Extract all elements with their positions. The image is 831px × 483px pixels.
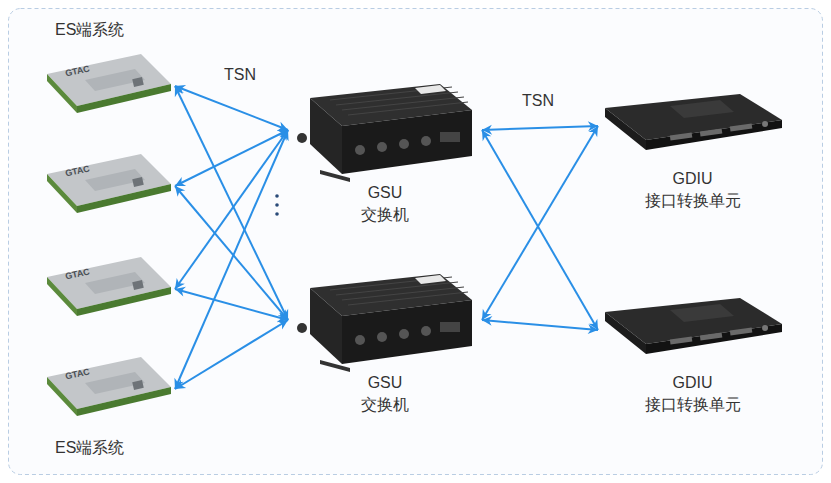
group-label: ES端系统 bbox=[55, 20, 124, 41]
ellipsis-dots bbox=[275, 194, 279, 216]
interface-unit: GDIU 接口转换单元 bbox=[600, 88, 785, 220]
tsn-link bbox=[482, 320, 598, 330]
tsn-link bbox=[482, 126, 598, 130]
device-illustration bbox=[290, 268, 480, 374]
end-system-module: GTAC bbox=[45, 152, 173, 220]
end-system-module: GTAC bbox=[45, 355, 173, 423]
device-label: GSU 交换机 bbox=[350, 182, 420, 225]
device-label: GDIU 接口转换单元 bbox=[635, 168, 751, 211]
device-illustration bbox=[45, 255, 173, 323]
device-illustration bbox=[45, 52, 173, 120]
tsn-link bbox=[175, 186, 288, 320]
tsn-link bbox=[175, 320, 288, 389]
tsn-link bbox=[175, 130, 288, 289]
tsn-link bbox=[175, 289, 288, 320]
device-illustration bbox=[45, 152, 173, 220]
dashed-frame bbox=[9, 9, 823, 475]
switch-unit: GSU 交换机 bbox=[290, 268, 480, 420]
tsn-link bbox=[482, 130, 598, 330]
end-system-module: GTAC bbox=[45, 52, 173, 120]
device-label: GSU 交换机 bbox=[350, 372, 420, 415]
interface-unit: GDIU 接口转换单元 bbox=[600, 292, 785, 424]
tsn-link bbox=[175, 130, 288, 389]
network-label: TSN bbox=[522, 92, 554, 110]
device-label: GDIU 接口转换单元 bbox=[635, 372, 751, 415]
end-system-module: GTAC bbox=[45, 255, 173, 323]
switch-unit: GSU 交换机 bbox=[290, 78, 480, 230]
tsn-link bbox=[175, 130, 288, 186]
device-illustration bbox=[45, 355, 173, 423]
network-label: TSN bbox=[224, 66, 256, 84]
tsn-link bbox=[175, 86, 288, 130]
device-illustration bbox=[290, 78, 480, 184]
group-label: ES端系统 bbox=[55, 438, 124, 459]
tsn-link bbox=[482, 126, 598, 320]
tsn-link bbox=[175, 86, 288, 320]
